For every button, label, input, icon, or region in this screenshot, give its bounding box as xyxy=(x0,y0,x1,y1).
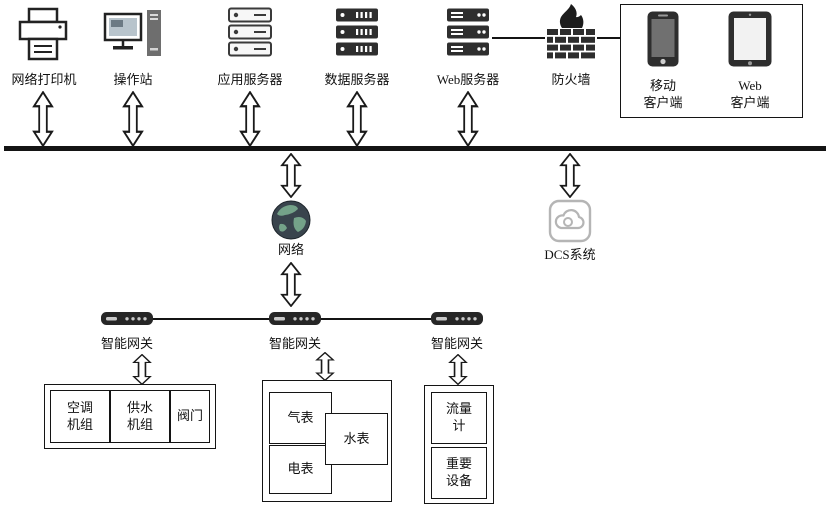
ac-unit-cell: 空调 机组 xyxy=(50,390,110,443)
valve-cell: 阀门 xyxy=(170,390,210,443)
data-server-label: 数据服务器 xyxy=(324,72,390,87)
water-supply-unit-cell: 供水 机组 xyxy=(110,390,170,443)
backbone-bus-line xyxy=(4,146,826,151)
tablet-icon xyxy=(728,11,772,67)
web-client-label: Web 客户端 xyxy=(730,78,770,110)
gateway2-router-icon xyxy=(269,312,321,325)
arrow-gateway1-to-devices xyxy=(132,354,152,385)
dcs-label: DCS系统 xyxy=(544,247,596,262)
web-server-icon xyxy=(447,8,489,56)
electric-meter-cell: 电表 xyxy=(269,445,332,494)
firewall-label: 防火墙 xyxy=(551,72,591,87)
gateway3-router-icon xyxy=(431,312,483,325)
gateway1-router-icon xyxy=(101,312,153,325)
arrow-bus-to-dcs xyxy=(559,153,581,198)
arrow-gateway3-to-devices xyxy=(448,354,468,385)
smartphone-icon xyxy=(647,11,679,67)
printer-icon xyxy=(18,7,68,61)
gateway2-label: 智能网关 xyxy=(268,336,321,351)
gateway1-label: 智能网关 xyxy=(100,336,153,351)
firewall-icon xyxy=(547,4,595,59)
critical-equipment-cell: 重要 设备 xyxy=(431,447,487,499)
flow-meter-cell: 流量 计 xyxy=(431,392,487,444)
workstation-label: 操作站 xyxy=(113,72,153,87)
arrow-network-to-gateways xyxy=(280,262,302,307)
workstation-icon xyxy=(103,10,161,56)
mobile-client-label: 移动 客户端 xyxy=(643,78,683,110)
water-meter-cell: 水表 xyxy=(325,413,388,465)
globe-icon xyxy=(271,200,311,240)
web-server-firewall-line xyxy=(492,37,545,39)
firewall-clients-line xyxy=(597,37,620,39)
dcs-cloud-icon xyxy=(548,199,592,243)
arrow-gateway2-to-devices xyxy=(315,352,335,381)
gas-meter-cell: 气表 xyxy=(269,392,332,444)
arrow-printer-to-bus xyxy=(32,91,54,147)
arrow-app-server-to-bus xyxy=(239,91,261,147)
network-label: 网络 xyxy=(277,242,304,257)
arrow-workstation-to-bus xyxy=(122,91,144,147)
arrow-bus-to-network xyxy=(280,153,302,198)
data-server-icon xyxy=(336,8,378,56)
arrow-web-server-to-bus xyxy=(457,91,479,147)
printer-label: 网络打印机 xyxy=(11,72,77,87)
app-server-icon xyxy=(228,7,272,57)
arrow-data-server-to-bus xyxy=(346,91,368,147)
gateway3-label: 智能网关 xyxy=(430,336,483,351)
app-server-label: 应用服务器 xyxy=(217,72,283,87)
web-server-label: Web服务器 xyxy=(436,72,500,87)
